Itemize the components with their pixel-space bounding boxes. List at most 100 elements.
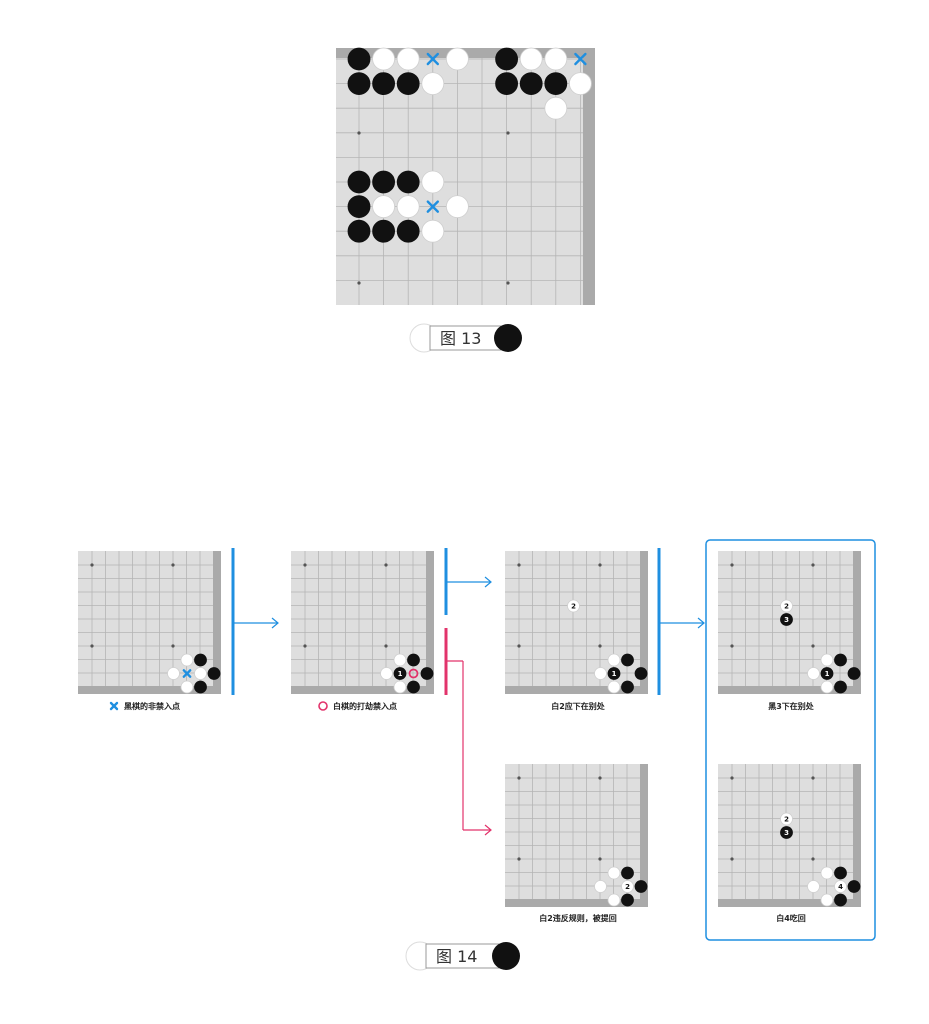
black-stone [194, 653, 207, 667]
black-stone [834, 653, 847, 667]
black-stone [393, 667, 407, 680]
star-point [357, 131, 361, 135]
result-group-frame [705, 539, 876, 941]
panel-p4: 2 3 1 黑3下在别处 [718, 551, 861, 711]
white-stone [820, 866, 834, 880]
panel-caption: 白2应下在别处 [551, 701, 606, 711]
black-stone [372, 72, 396, 95]
black-stone [544, 72, 568, 95]
panel-caption: 黑3下在别处 [768, 701, 815, 711]
star-point [517, 857, 521, 861]
black-stone [194, 680, 207, 694]
star-point [811, 644, 815, 648]
panel-caption: 白4吃回 [776, 913, 806, 923]
black-stone [621, 653, 634, 667]
black-stone [347, 195, 371, 219]
star-point [730, 776, 734, 780]
star-point [730, 563, 734, 567]
white-stone [396, 195, 420, 219]
board-edge-right [640, 764, 648, 907]
white-stone [421, 72, 445, 95]
white-stone [421, 219, 445, 243]
white-stone [569, 72, 592, 95]
black-stone [780, 613, 793, 626]
forbidden-cross-icon [574, 52, 587, 66]
star-point [384, 563, 388, 567]
board-edge-right [640, 551, 648, 694]
caption-ring-icon [318, 701, 328, 711]
stone-number: 3 [784, 616, 789, 624]
forbidden-cross-icon [426, 52, 439, 66]
cross-mark-icon [182, 669, 192, 678]
board-edge-right [583, 48, 595, 305]
board-edge-bottom [505, 686, 648, 694]
white-stone [594, 880, 607, 893]
board-edge-bottom [505, 899, 648, 907]
white-stone [607, 893, 621, 907]
board-edge-right [426, 551, 434, 694]
black-stone [621, 893, 634, 907]
board-edge-right [853, 764, 861, 907]
white-stone [194, 667, 207, 680]
black-stone [634, 667, 648, 680]
figure-13-label: 图 13 [409, 323, 522, 353]
star-point [90, 563, 94, 567]
stone-number: 2 [784, 816, 789, 824]
black-stone [372, 219, 396, 243]
black-stone [495, 72, 519, 95]
white-stone [780, 599, 793, 613]
panel-caption: 黑棋的非禁入点 [124, 701, 180, 711]
arrowhead-icon [697, 617, 705, 629]
black-stone [847, 880, 861, 893]
white-stone [445, 195, 469, 219]
black-stone [372, 170, 396, 194]
stone-number: 2 [784, 603, 789, 611]
stone-number: 3 [784, 829, 789, 837]
star-point [171, 644, 175, 648]
black-stone [519, 72, 543, 95]
black-stone [347, 170, 371, 194]
stone-number: 1 [825, 670, 830, 678]
star-point [811, 857, 815, 861]
star-point [811, 563, 815, 567]
star-point [517, 563, 521, 567]
board-surface [505, 551, 648, 694]
star-point [357, 281, 361, 285]
star-point [517, 776, 521, 780]
white-stone [607, 866, 621, 880]
black-stone [834, 893, 847, 907]
black-stone [347, 72, 371, 95]
star-point [303, 644, 307, 648]
arrowhead-icon [484, 576, 492, 588]
stone-number: 1 [612, 670, 617, 678]
white-stone [180, 653, 194, 667]
black-stone [407, 680, 420, 694]
black-stone [396, 72, 420, 95]
panel-p6: 2 3 4 白4吃回 [718, 764, 861, 923]
board-edge-bottom [718, 899, 861, 907]
stone-number: 2 [625, 883, 630, 891]
black-stone [420, 667, 434, 680]
stone-number: 4 [838, 883, 843, 891]
ko-ring-icon [408, 668, 419, 679]
star-point [730, 857, 734, 861]
white-stone [380, 667, 393, 680]
caption-cross-icon [109, 701, 119, 711]
white-stone [393, 680, 407, 694]
white-stone [780, 812, 793, 826]
star-point [598, 644, 602, 648]
board-edge-right [853, 551, 861, 694]
white-stone [621, 880, 634, 893]
black-stone [607, 667, 621, 680]
board-edge-bottom [78, 686, 221, 694]
black-stone [207, 667, 221, 680]
black-stone [396, 219, 420, 243]
white-stone [180, 680, 194, 694]
black-stone [834, 680, 847, 694]
white-stone [544, 96, 568, 120]
white-stone [393, 653, 407, 667]
white-stone [421, 170, 445, 194]
